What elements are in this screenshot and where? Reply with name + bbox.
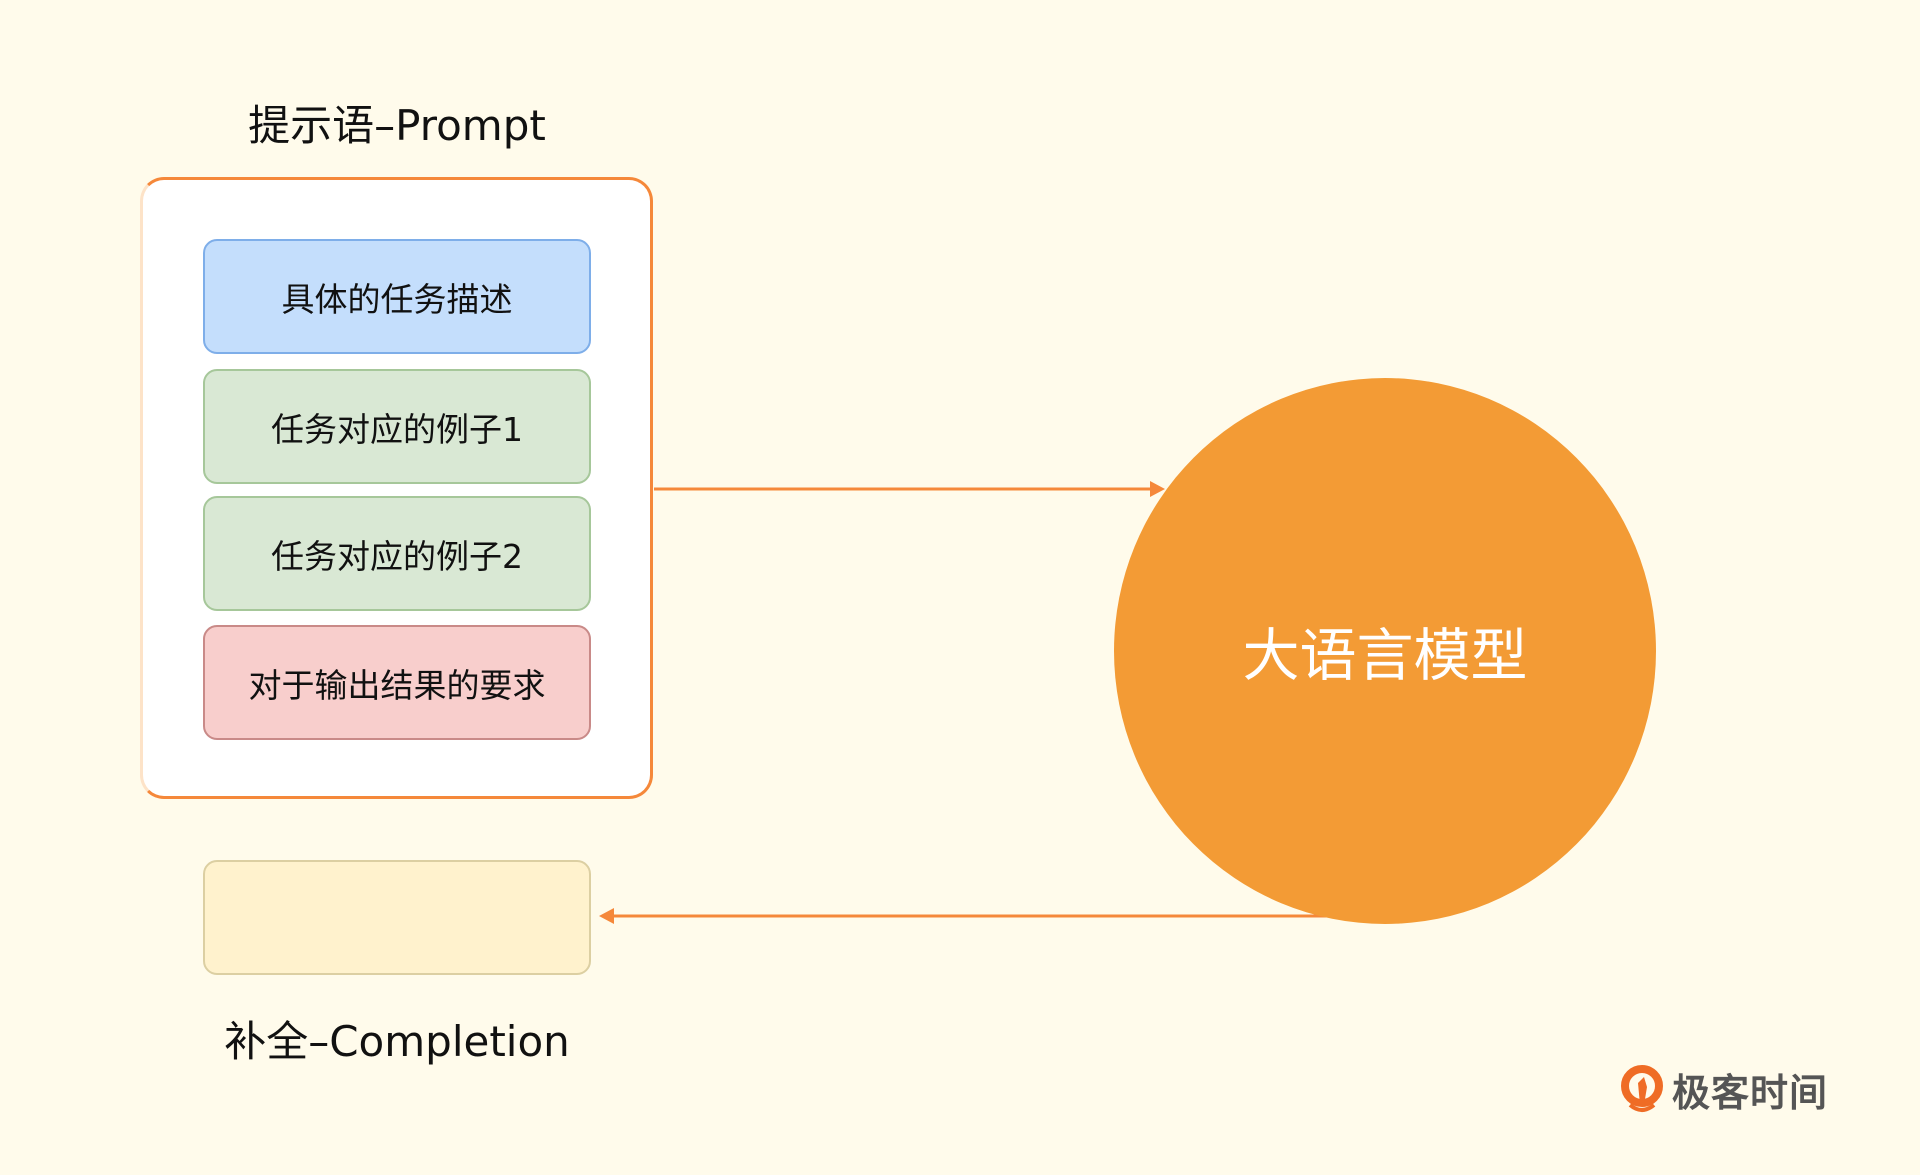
prompt-to-model-arrow	[654, 481, 1165, 497]
model-label: 大语言模型	[1242, 623, 1528, 689]
llm-circle: 大语言模型	[1114, 378, 1656, 924]
prompt-title: 提示语–Prompt	[248, 101, 546, 150]
model-to-completion-arrow	[599, 908, 1330, 924]
example-2-box: 任务对应的例子2	[203, 496, 591, 611]
example-1-box: 任务对应的例子1	[203, 369, 591, 484]
completion-box	[203, 860, 591, 975]
task-description-box: 具体的任务描述	[203, 239, 591, 354]
output-requirements-box: 对于输出结果的要求	[203, 625, 591, 740]
geektime-logo-icon	[1621, 1064, 1663, 1112]
logo: 极客时间	[1620, 1062, 1828, 1117]
completion-title: 补全–Completion	[224, 1017, 570, 1066]
logo-text: 极客时间	[1672, 1071, 1829, 1115]
